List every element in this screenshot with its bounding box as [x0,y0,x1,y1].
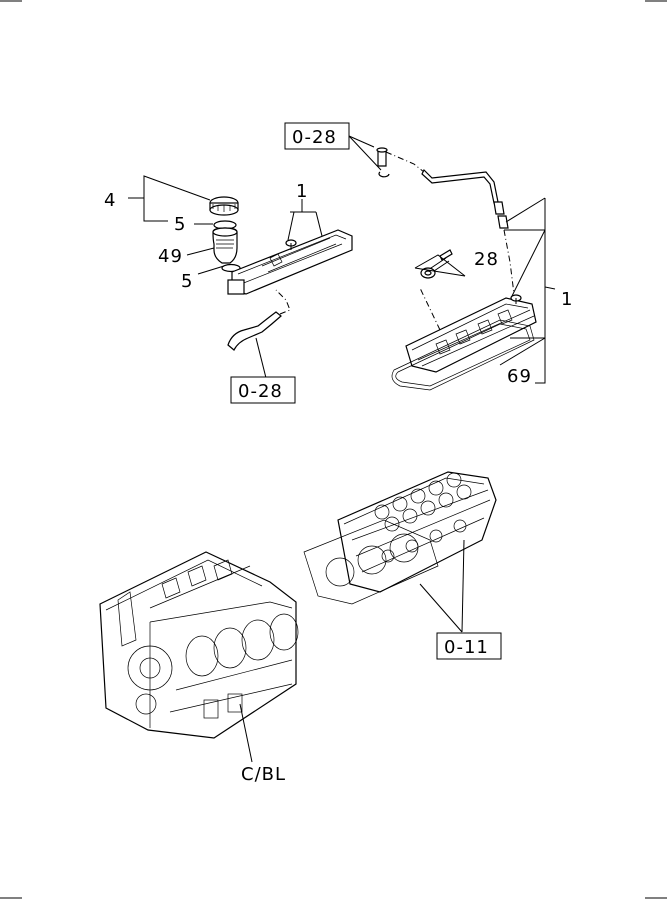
left-valve-cover [227,229,353,295]
filler-tube [212,227,238,264]
svg-text:1: 1 [561,289,573,310]
cylinder-head [337,471,497,593]
ref-box-0-28-bottom-left: 0-28 [230,376,296,404]
svg-text:0-28: 0-28 [292,127,337,148]
svg-text:1: 1 [296,181,308,202]
svg-text:0-11: 0-11 [444,637,489,658]
pcv-tube-right [376,147,515,295]
o-ring-lower [221,263,241,273]
label-49: 49 [158,246,183,267]
cylinder-block [99,551,299,739]
valve-cover-gasket [391,319,535,391]
ref-box-0-28-top: 0-28 [284,122,382,171]
right-valve-cover [405,287,537,373]
head-gasket [303,519,439,605]
label-28: 28 [474,249,499,270]
svg-text:4: 4 [104,190,116,211]
svg-text:28: 28 [474,249,499,270]
label-4: 4 [104,190,116,211]
svg-text:5: 5 [181,271,193,292]
label-5-upper: 5 [174,214,186,235]
label-c-bl: C/BL [241,764,286,785]
label-69: 69 [507,366,532,387]
label-5-lower: 5 [181,271,193,292]
label-1-right: 1 [561,289,573,310]
leader-block [239,703,253,763]
pcv-hose-left [227,289,291,351]
svg-text:C/BL: C/BL [241,764,286,785]
ref-box-0-11: 0-11 [436,632,502,660]
leaders-right [414,197,556,384]
svg-text:0-28: 0-28 [238,381,283,402]
svg-text:49: 49 [158,246,183,267]
svg-text:5: 5 [174,214,186,235]
oil-filler-cap [209,196,239,216]
stud-bolt [420,249,453,279]
svg-text:69: 69 [507,366,532,387]
leaders-left [128,175,323,379]
label-1-left: 1 [296,181,308,202]
leaders-head [419,539,465,633]
